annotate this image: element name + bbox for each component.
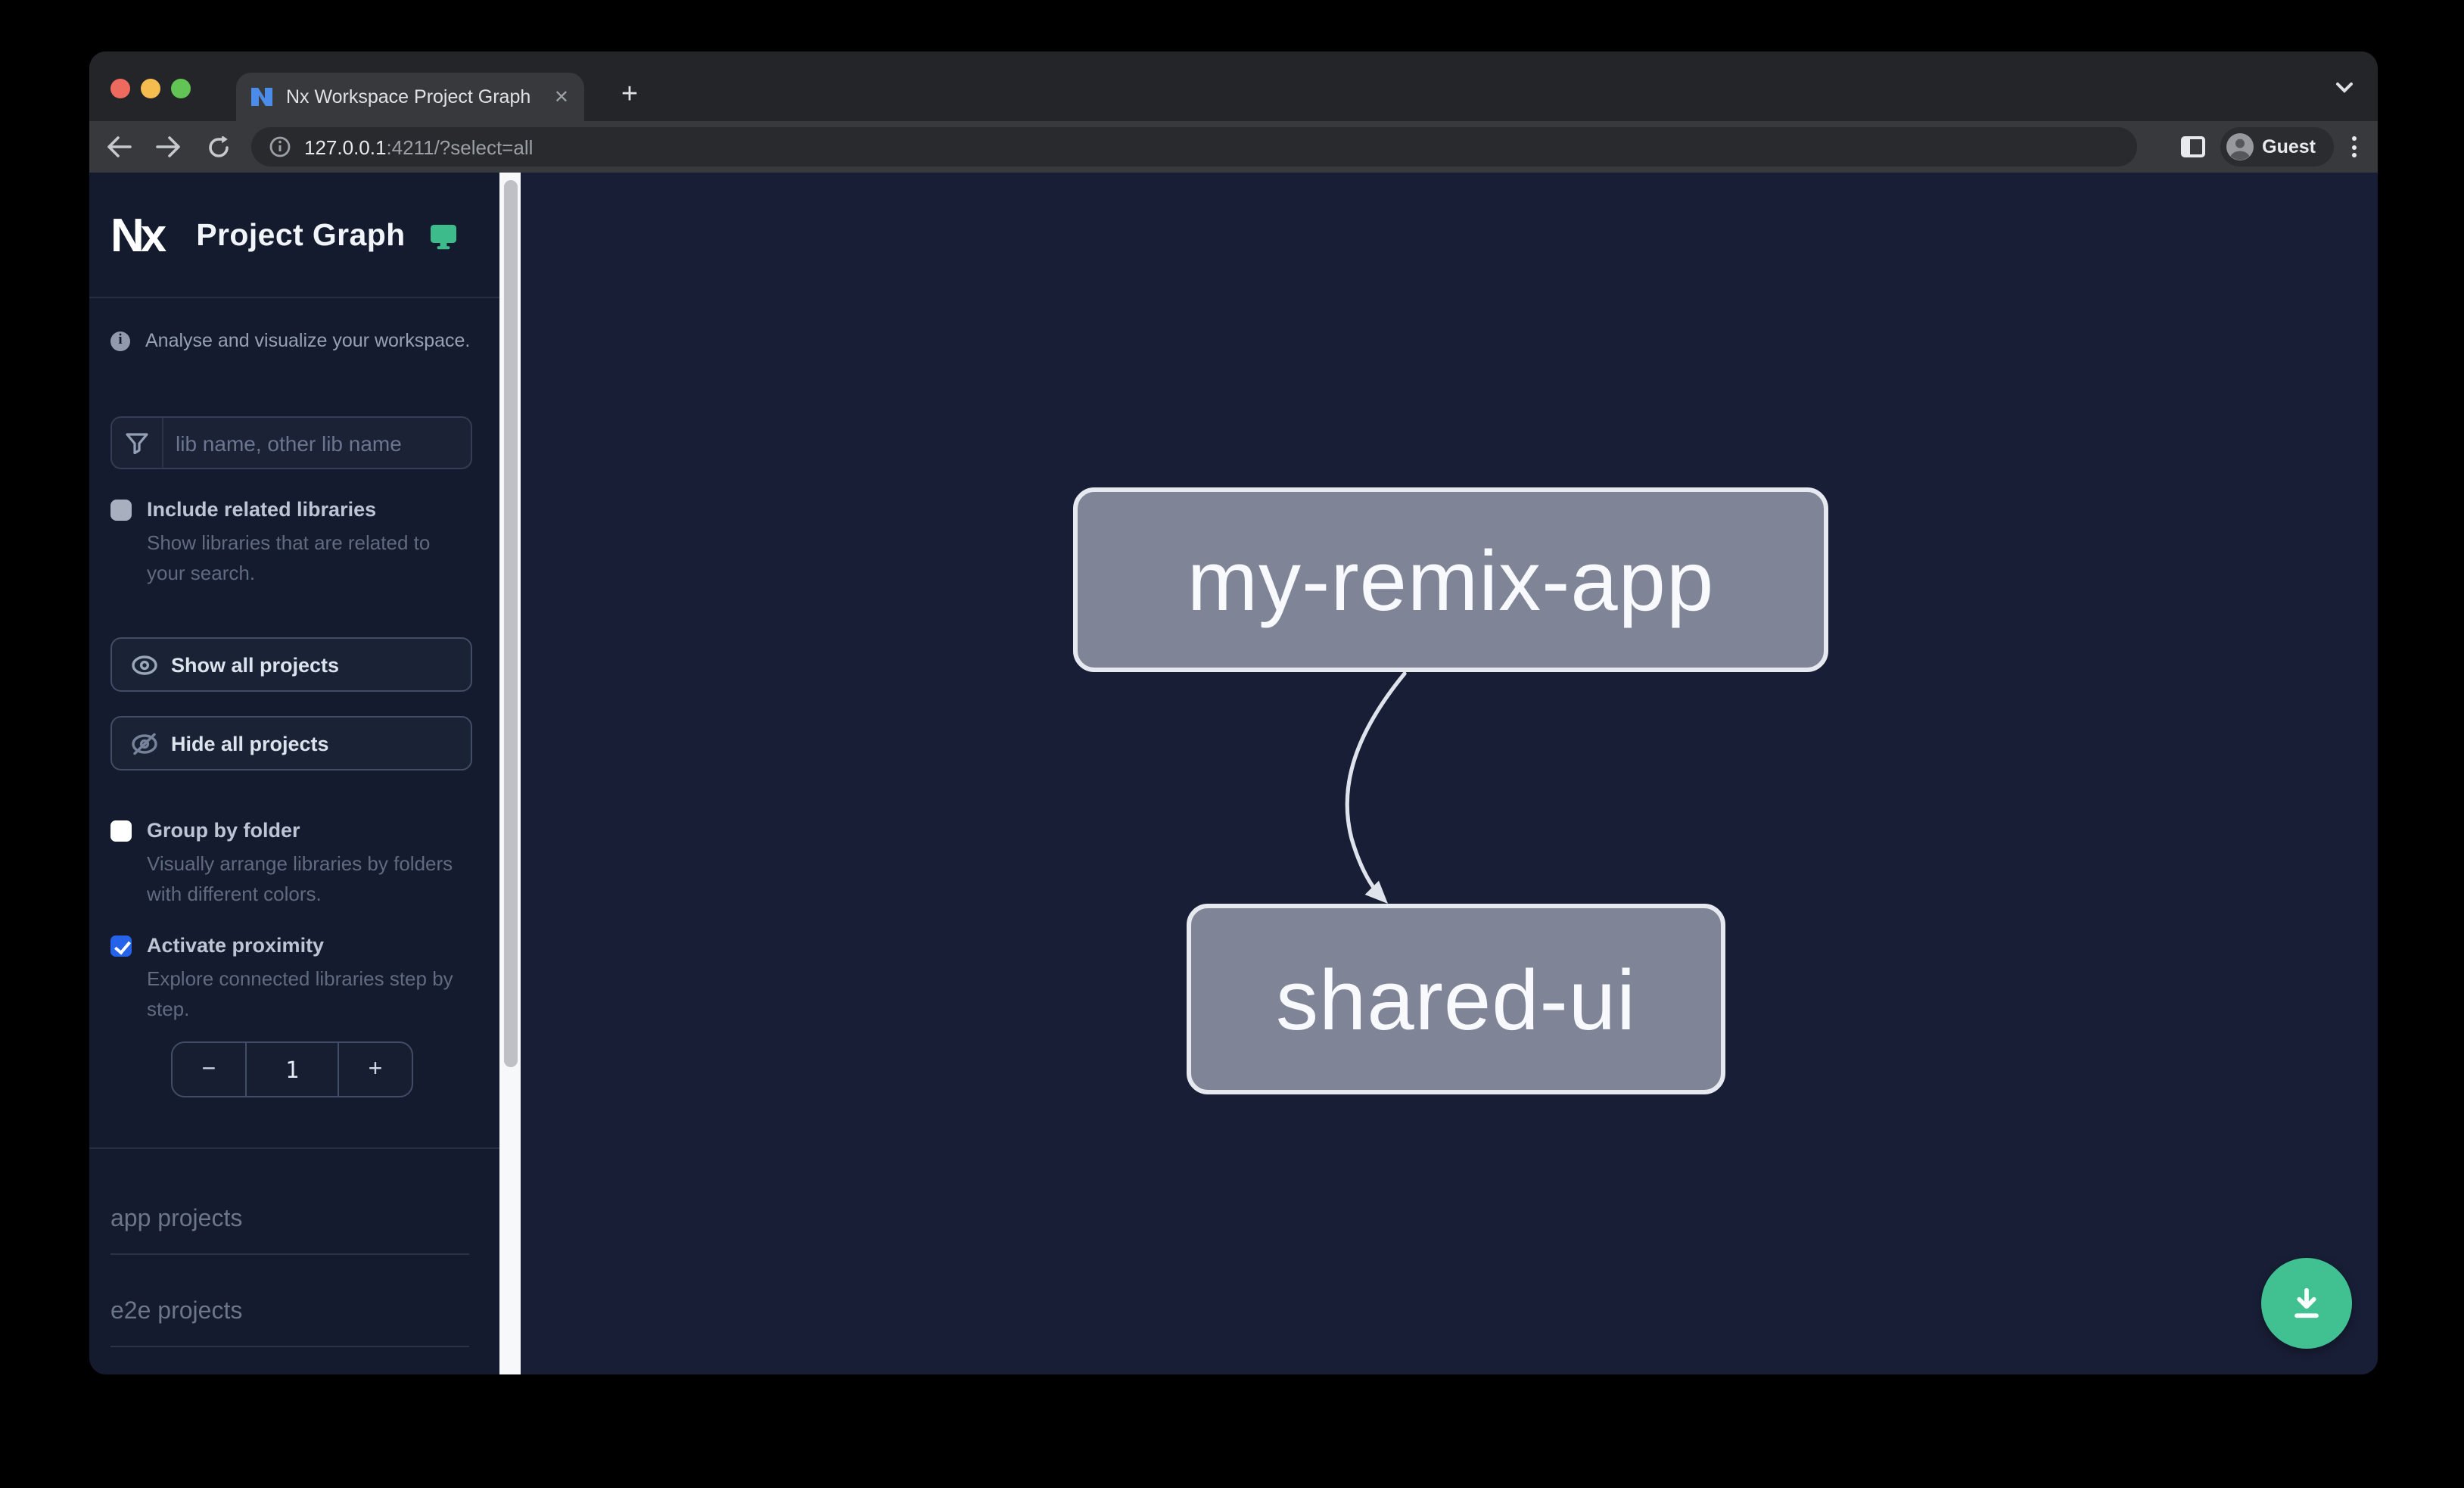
edge-my-remix-app-to-shared-ui	[1345, 671, 1407, 904]
new-tab-button[interactable]: +	[621, 79, 639, 111]
group-by-folder-option: Group by folder Visually arrange librari…	[110, 816, 460, 908]
hide-all-projects-label: Hide all projects	[171, 732, 329, 755]
info-icon: i	[110, 331, 130, 350]
eye-icon	[132, 655, 157, 674]
divider	[89, 297, 499, 298]
profile-button[interactable]: Guest	[2220, 127, 2334, 167]
browser-window: Nx Workspace Project Graph ✕ + 127.0.0.1…	[89, 51, 2378, 1374]
sidebar-header: Nx Project Graph	[110, 209, 457, 263]
activate-proximity-description: Explore connected libraries step by step…	[147, 967, 453, 1019]
node-label: shared-ui	[1276, 951, 1636, 1047]
activate-proximity-option: Activate proximity Explore connected lib…	[110, 931, 460, 1023]
monitor-icon	[430, 224, 456, 249]
browser-tab[interactable]: Nx Workspace Project Graph ✕	[236, 73, 584, 121]
hide-all-projects-button[interactable]: Hide all projects	[110, 716, 472, 770]
page-content: Nx Project Graph i Analyse and visualize…	[89, 173, 2378, 1374]
graph-edges-layer	[1345, 671, 1407, 904]
download-icon	[2294, 1287, 2319, 1318]
sidebar-scrollbar	[499, 173, 521, 1374]
browser-toolbar: 127.0.0.1:4211/?select=all Guest	[89, 121, 2378, 173]
reload-button[interactable]	[197, 126, 239, 168]
window-minimize-button[interactable]	[140, 78, 160, 98]
section-app-projects: app projects	[110, 1199, 469, 1255]
show-all-projects-label: Show all projects	[171, 653, 340, 676]
tab-strip: Nx Workspace Project Graph ✕ +	[89, 51, 2378, 121]
tagline-row: i Analyse and visualize your workspace.	[110, 330, 470, 351]
activate-proximity-label[interactable]: Activate proximity	[147, 934, 325, 957]
download-graph-button[interactable]	[2261, 1258, 2352, 1349]
tab-title: Nx Workspace Project Graph	[286, 86, 531, 107]
include-related-label[interactable]: Include related libraries	[147, 498, 377, 521]
group-by-folder-label[interactable]: Group by folder	[147, 819, 300, 842]
tab-close-icon[interactable]: ✕	[553, 86, 569, 107]
include-related-option: Include related libraries Show libraries…	[110, 495, 460, 587]
graph-node-my-remix-app[interactable]: my-remix-app	[1073, 487, 1828, 672]
window-close-button[interactable]	[110, 78, 129, 98]
nx-favicon-icon	[251, 88, 272, 106]
group-by-folder-description: Visually arrange libraries by folders wi…	[147, 852, 453, 904]
avatar-icon	[2226, 133, 2254, 160]
proximity-stepper: − 1 +	[171, 1041, 413, 1097]
browser-menu-icon[interactable]	[2352, 136, 2357, 157]
back-button[interactable]	[97, 126, 139, 168]
sidebar-scrollbar-thumb[interactable]	[503, 180, 517, 1067]
sidebar: Nx Project Graph i Analyse and visualize…	[89, 173, 499, 1374]
section-e2e-projects: e2e projects	[110, 1291, 469, 1347]
eye-off-icon	[132, 732, 157, 755]
side-panel-icon[interactable]	[2180, 136, 2205, 157]
url-bar[interactable]: 127.0.0.1:4211/?select=all	[251, 127, 2137, 167]
url-path: :4211/?select=all	[386, 135, 534, 158]
window-zoom-button[interactable]	[170, 78, 190, 98]
page-title: Project Graph	[196, 218, 406, 253]
forward-button[interactable]	[147, 126, 189, 168]
site-info-icon[interactable]	[269, 136, 291, 157]
divider	[89, 1147, 499, 1149]
url-text: 127.0.0.1:4211/?select=all	[304, 135, 533, 158]
toolbar-right: Guest	[2180, 121, 2378, 173]
group-by-folder-checkbox[interactable]	[110, 820, 132, 842]
search-input[interactable]	[163, 418, 471, 468]
graph-node-shared-ui[interactable]: shared-ui	[1187, 904, 1725, 1094]
filter-icon	[112, 418, 163, 468]
node-label: my-remix-app	[1187, 532, 1715, 627]
include-related-description: Show libraries that are related to your …	[147, 531, 431, 584]
tab-search-chevron-icon[interactable]	[2335, 82, 2354, 94]
show-all-projects-button[interactable]: Show all projects	[110, 637, 472, 692]
stepper-value: 1	[245, 1043, 339, 1096]
include-related-checkbox[interactable]	[110, 500, 132, 521]
search-box	[110, 416, 472, 469]
stepper-decrement-button[interactable]: −	[201, 1056, 216, 1082]
graph-canvas[interactable]: my-remix-app shared-ui	[521, 173, 2378, 1374]
profile-name: Guest	[2262, 136, 2316, 157]
activate-proximity-checkbox[interactable]	[110, 935, 132, 957]
stepper-increment-button[interactable]: +	[368, 1056, 383, 1082]
tagline-text: Analyse and visualize your workspace.	[145, 330, 471, 351]
url-host: 127.0.0.1	[304, 135, 387, 158]
nx-logo: Nx	[110, 209, 166, 262]
